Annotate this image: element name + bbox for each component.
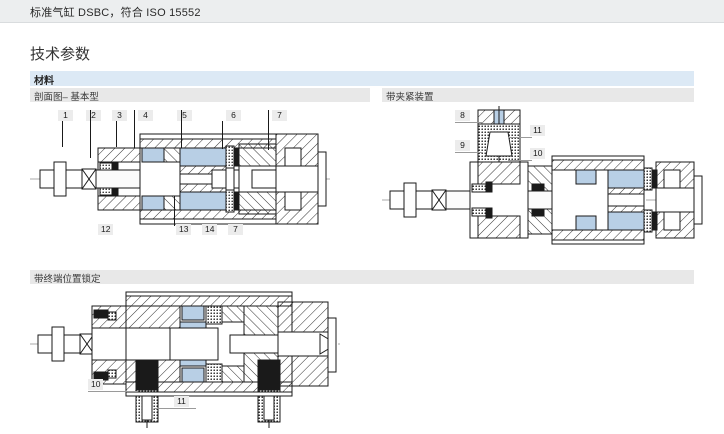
subheader-basic: 剖面图– 基本型 (30, 88, 370, 103)
top-bar: 标准气缸 DSBC，符合 ISO 15552 (0, 0, 724, 23)
callout-basic-7-top: 7 (272, 110, 287, 121)
figure-clamping-unit (382, 104, 704, 254)
leader-endlock-10 (88, 391, 138, 392)
subheader-endlock-label: 带终端位置锁定 (34, 274, 101, 285)
leader-basic-6 (222, 121, 223, 149)
leader-basic-3 (116, 121, 117, 147)
callout-basic-14: 14 (202, 224, 218, 235)
figure-basic-cross-section (30, 104, 370, 254)
subheader-endlock: 带终端位置锁定 (30, 270, 694, 285)
callout-basic-1: 1 (58, 110, 73, 121)
leader-basic-4 (134, 110, 135, 148)
leader-endlock-11 (154, 408, 196, 409)
leader-clamp-10 (508, 160, 532, 161)
callout-basic-13: 13 (176, 224, 192, 235)
section-band-label: 材料 (34, 76, 54, 87)
callout-basic-4: 4 (138, 110, 153, 121)
callout-clamp-11: 11 (530, 125, 545, 136)
callout-endlock-10: 10 (88, 379, 104, 390)
subheader-clamp: 带夹紧装置 (382, 88, 694, 103)
leader-clamp-9 (455, 152, 483, 153)
leader-clamp-8 (455, 122, 483, 123)
figure-endlock-svg (30, 291, 340, 428)
callout-basic-5: 5 (177, 110, 192, 121)
callout-basic-7-bottom: 7 (228, 224, 243, 235)
page-title: 技术参数 (30, 46, 91, 63)
document-title: 标准气缸 DSBC，符合 ISO 15552 (30, 7, 201, 19)
callout-basic-12: 12 (98, 224, 114, 235)
leader-basic-2 (90, 110, 91, 158)
leader-basic-7-top (268, 110, 269, 150)
subheader-basic-label: 剖面图– 基本型 (34, 92, 99, 103)
leader-basic-5 (181, 110, 182, 148)
leader-clamp-11 (508, 137, 532, 138)
callout-basic-6: 6 (226, 110, 241, 121)
figure-basic-svg (30, 133, 330, 225)
subheader-clamp-label: 带夹紧装置 (386, 92, 434, 103)
callout-clamp-10: 10 (530, 148, 546, 159)
callout-basic-2: 2 (86, 110, 101, 121)
callout-clamp-9: 9 (455, 140, 470, 151)
callout-clamp-8: 8 (455, 110, 470, 121)
callout-basic-3: 3 (112, 110, 127, 121)
leader-basic-1 (62, 121, 63, 147)
section-band-material: 材料 (30, 71, 694, 87)
figure-end-position-lock (30, 288, 360, 428)
leader-basic-13 (174, 196, 175, 226)
callout-endlock-11: 11 (174, 396, 189, 407)
figure-clamp-svg (382, 106, 703, 245)
